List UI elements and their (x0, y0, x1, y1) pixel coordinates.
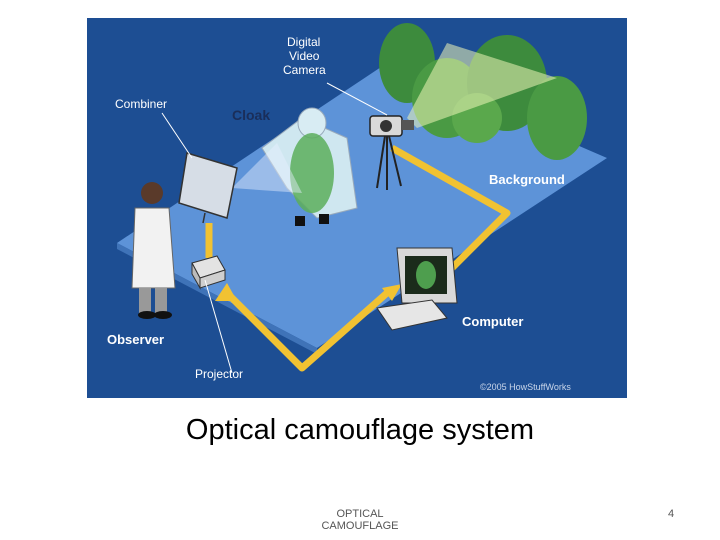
cloaked-person (261, 107, 358, 226)
video-camera (369, 115, 414, 190)
slide-caption: Optical camouflage system (185, 414, 535, 446)
combiner-glass (178, 152, 238, 219)
label-camera-line3: Camera (283, 63, 326, 77)
arrow-head-computer (382, 284, 402, 301)
footer-title: OPTICAL CAMOUFLAGE (321, 508, 399, 532)
optical-camouflage-illustration: Digital Video Camera Combiner Cloak Back… (87, 18, 627, 398)
label-projector: Projector (195, 367, 243, 381)
label-cloak: Cloak (232, 107, 270, 123)
label-leader-lines (161, 82, 388, 374)
label-background: Background (489, 172, 565, 187)
copyright-notice: ©2005 HowStuffWorks (480, 382, 571, 392)
label-camera-line1: Digital (287, 35, 320, 49)
label-observer: Observer (107, 332, 164, 347)
label-computer: Computer (462, 314, 523, 329)
label-combiner: Combiner (115, 97, 167, 111)
signal-path-arrow (205, 144, 511, 372)
camera-field-of-view (407, 43, 557, 128)
observer-person (131, 182, 176, 319)
projection-beam (232, 143, 302, 193)
page-number: 4 (668, 508, 675, 520)
label-camera-line2: Video (289, 49, 320, 63)
arrow-head-projector (215, 283, 237, 301)
computer (376, 247, 458, 331)
